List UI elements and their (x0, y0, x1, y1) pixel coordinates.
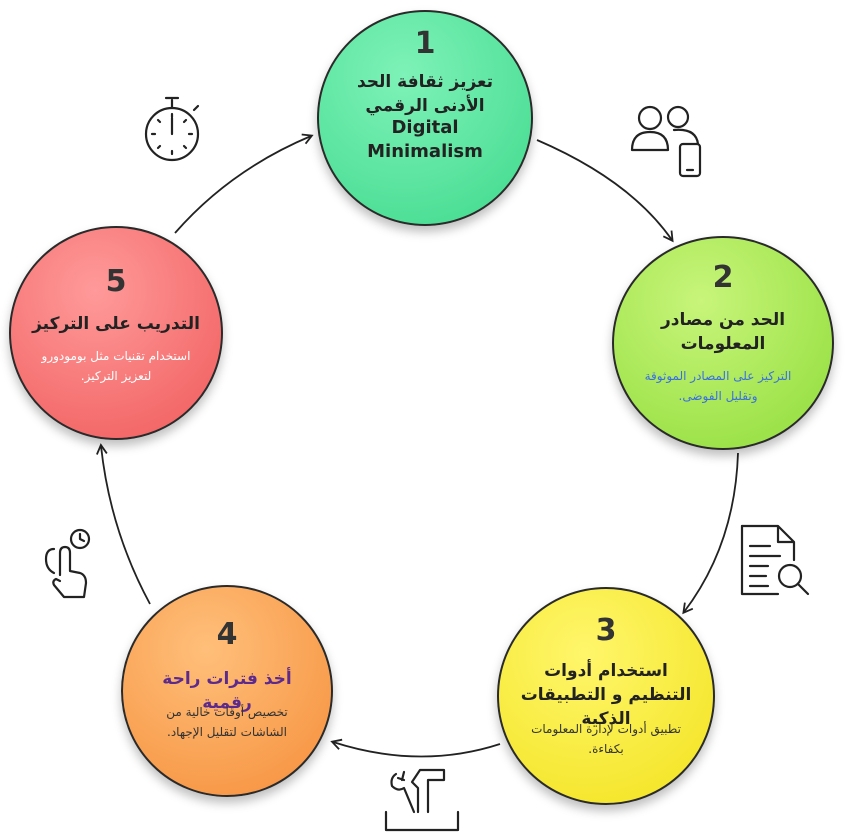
step-5-title: التدريب على التركيز (32, 314, 200, 334)
step-2-circle: 2 الحد من مصادر المعلومات التركيز على ال… (612, 236, 834, 450)
stopwatch-icon (144, 96, 200, 162)
step-2-number: 2 (712, 260, 734, 295)
arrow-4-to-5 (96, 443, 151, 605)
arrow-5-to-1 (174, 133, 314, 234)
users-phone-icon (630, 105, 702, 178)
document-search-icon (740, 524, 810, 596)
step-1-title: تعزيز ثقافة الحد الأدنى الرقمي (356, 72, 494, 116)
tools-box-icon (384, 768, 460, 832)
step-1-circle: 1 تعزيز ثقافة الحد الأدنى الرقمي Digital… (317, 10, 533, 226)
step-4-number: 4 (216, 617, 238, 652)
step-5-number: 5 (105, 264, 127, 299)
step-1-english-line2: Minimalism (367, 141, 483, 162)
step-4-title: أخذ فترات راحة رقمية (162, 669, 292, 713)
step-3-description: تطبيق أدوات لإدارة المعلومات بكفاءة. (531, 722, 681, 756)
arrow-3-to-4 (330, 738, 501, 758)
step-5-description: استخدام تقنيات مثل بومودورو لتعزيز الترك… (41, 349, 191, 383)
step-4-circle: 4 أخذ فترات راحة رقمية تخصيص أوقات خالية… (121, 585, 333, 797)
arrow-2-to-3 (682, 452, 739, 615)
step-2-description: التركيز على المصادر الموثوقة وتقليل الفو… (644, 369, 792, 403)
step-3-title: استخدام أدوات التنظيم و التطبيقات الذكية (520, 661, 692, 729)
step-3-number: 3 (595, 613, 617, 648)
step-1-number: 1 (414, 26, 436, 61)
step-2-title: الحد من مصادر المعلومات (660, 310, 786, 354)
step-3-circle: 3 استخدام أدوات التنظيم و التطبيقات الذك… (497, 587, 715, 805)
arrow-1-to-2 (536, 139, 674, 243)
step-1-english-line1: Digital (391, 117, 459, 138)
step-5-circle: 5 التدريب على التركيز استخدام تقنيات مثل… (9, 226, 223, 440)
step-4-description: تخصيص أوقات خالية من الشاشات لتقليل الإج… (166, 705, 288, 739)
touch-timer-icon (44, 528, 91, 599)
